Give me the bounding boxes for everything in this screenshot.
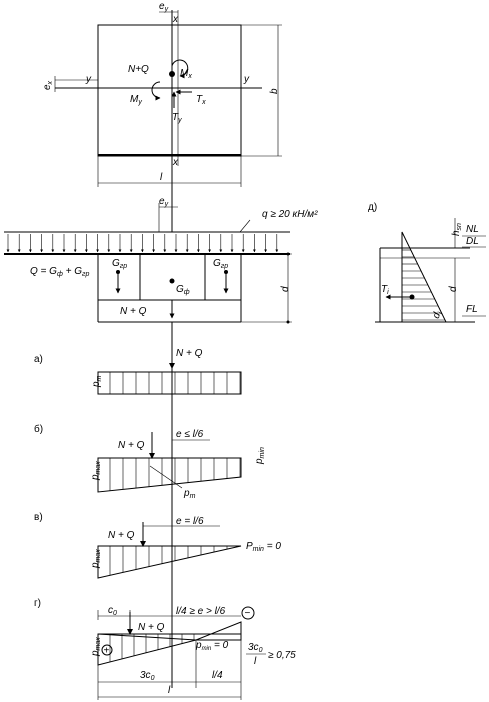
gf-label: Gф: [176, 284, 190, 296]
case-g-plus: +: [104, 646, 110, 657]
case-v-pmin: Pmin = 0: [246, 541, 281, 553]
ggr-right-label: Gгр: [213, 258, 228, 270]
plan-ey-label: ey: [159, 1, 169, 13]
case-g-pmax: pmax: [90, 637, 102, 657]
detail-fl-label: FL: [466, 304, 478, 315]
plan-y-right-label: y: [243, 74, 250, 85]
plan-ex-label: ex: [42, 80, 54, 90]
plan-l-label: l: [160, 172, 163, 183]
case-b-tag: б): [34, 423, 43, 435]
case-a-load: N + Q: [176, 348, 203, 359]
case-v-tag: в): [34, 512, 43, 523]
case-g-3c0: 3c0: [140, 670, 155, 682]
case-g-ratio-den: l: [254, 656, 257, 667]
q-formula: Q = Gф + Gгр: [30, 266, 89, 278]
section-d-label: d: [280, 286, 291, 292]
plan-y-left-label: y: [85, 74, 92, 85]
case-a-p-label: pm: [91, 375, 103, 388]
case-g-compression-diagram: [97, 633, 197, 666]
case-v: в) e = l/6 N + Q pmax Pmin = 0: [34, 512, 281, 579]
case-b-pmax: pmax: [90, 461, 102, 481]
case-g-l: l: [168, 685, 171, 696]
load-point: [169, 71, 175, 77]
case-v-pmax: pmax: [90, 549, 102, 569]
q-load-label: q ≥ 20 кН/м²: [262, 209, 318, 220]
plan-load-label: N+Q: [128, 64, 149, 75]
case-a: а) N + Q pm: [34, 340, 242, 395]
case-g-hatch: [109, 634, 195, 662]
case-v-hatch: [109, 546, 241, 576]
case-b: б) e ≤ l/6 N + Q pm pmax pmin: [34, 423, 266, 500]
detail-tag: д): [368, 202, 377, 213]
case-v-ecc: e = l/6: [176, 516, 204, 527]
plan-ty-label: Ty: [172, 112, 182, 124]
case-b-hatch: [109, 458, 241, 491]
footing-plan-outline: [97, 24, 242, 157]
case-g-minus: −: [245, 608, 251, 619]
detail-view: д) hsn NL DL d FL Ti di: [368, 202, 486, 323]
plan-view: ey x x y y ex N+Q Mx My Tx Ty b l: [42, 1, 282, 232]
case-g-minus-circle: [241, 606, 255, 620]
plan-x-top-label: x: [172, 14, 179, 25]
case-a-diagram: [97, 371, 242, 395]
case-b-pm-leader: [149, 465, 183, 489]
ggr-left-label: Gгр: [112, 258, 127, 270]
detail-di-label: di: [431, 309, 445, 320]
case-g-c0: c0: [108, 605, 117, 617]
case-b-pm: pm: [183, 488, 196, 500]
detail-ti-label: Ti: [381, 284, 389, 296]
my-moment-arrow: [151, 81, 161, 101]
case-g: г) c0 l/4 ≥ e > l/6 − N + Q + pmax pmin …: [34, 598, 296, 700]
section-ey-label: ey: [159, 196, 169, 208]
detail-d-label: d: [448, 286, 459, 292]
case-g-l4: l/4: [212, 670, 223, 681]
case-g-pmin: pmin = 0: [195, 640, 229, 652]
case-g-load: N + Q: [138, 622, 165, 633]
case-g-tension-diagram: [195, 621, 242, 641]
mx-moment-arrow: [171, 59, 189, 79]
case-a-hatch: [109, 372, 241, 394]
distributed-load-arrows: [6, 234, 279, 253]
detail-pressure-triangle: [401, 231, 447, 323]
q-leader: [239, 219, 251, 233]
plan-mx-label: Mx: [180, 68, 192, 80]
case-b-load: N + Q: [118, 440, 145, 451]
case-v-diagram: [97, 545, 242, 579]
case-g-plus-circle: [101, 644, 113, 656]
case-b-pmin: pmin: [254, 447, 266, 465]
plan-x-bottom-label: x: [172, 157, 179, 168]
case-g-ecc: l/4 ≥ e > l/6: [176, 606, 226, 617]
detail-hsn-label: hsn: [451, 223, 463, 236]
section-view: ey q ≥ 20 кН/м² Q = Gф + Gгр Gгр Gгр Gф …: [4, 196, 318, 324]
case-b-diagram: [97, 457, 242, 493]
plan-tx-label: Tx: [196, 94, 206, 106]
detail-dl-label: DL: [466, 236, 479, 247]
section-load-label: N + Q: [120, 306, 147, 317]
gf-point: [169, 278, 175, 284]
plan-b-label: b: [269, 88, 280, 94]
case-b-ecc: e ≤ l/6: [176, 429, 204, 440]
case-a-tag: а): [34, 354, 43, 365]
d-tick-bottom: [286, 320, 290, 324]
detail-nl-label: NL: [466, 224, 479, 235]
case-g-tag: г): [34, 598, 41, 609]
case-v-load: N + Q: [108, 530, 135, 541]
detail-hatch: [402, 249, 446, 321]
case-g-ratio-num: 3c0: [248, 642, 263, 654]
plan-my-label: My: [130, 94, 142, 106]
d-tick-top: [286, 252, 290, 256]
case-g-ratio-cond: ≥ 0,75: [268, 650, 296, 661]
